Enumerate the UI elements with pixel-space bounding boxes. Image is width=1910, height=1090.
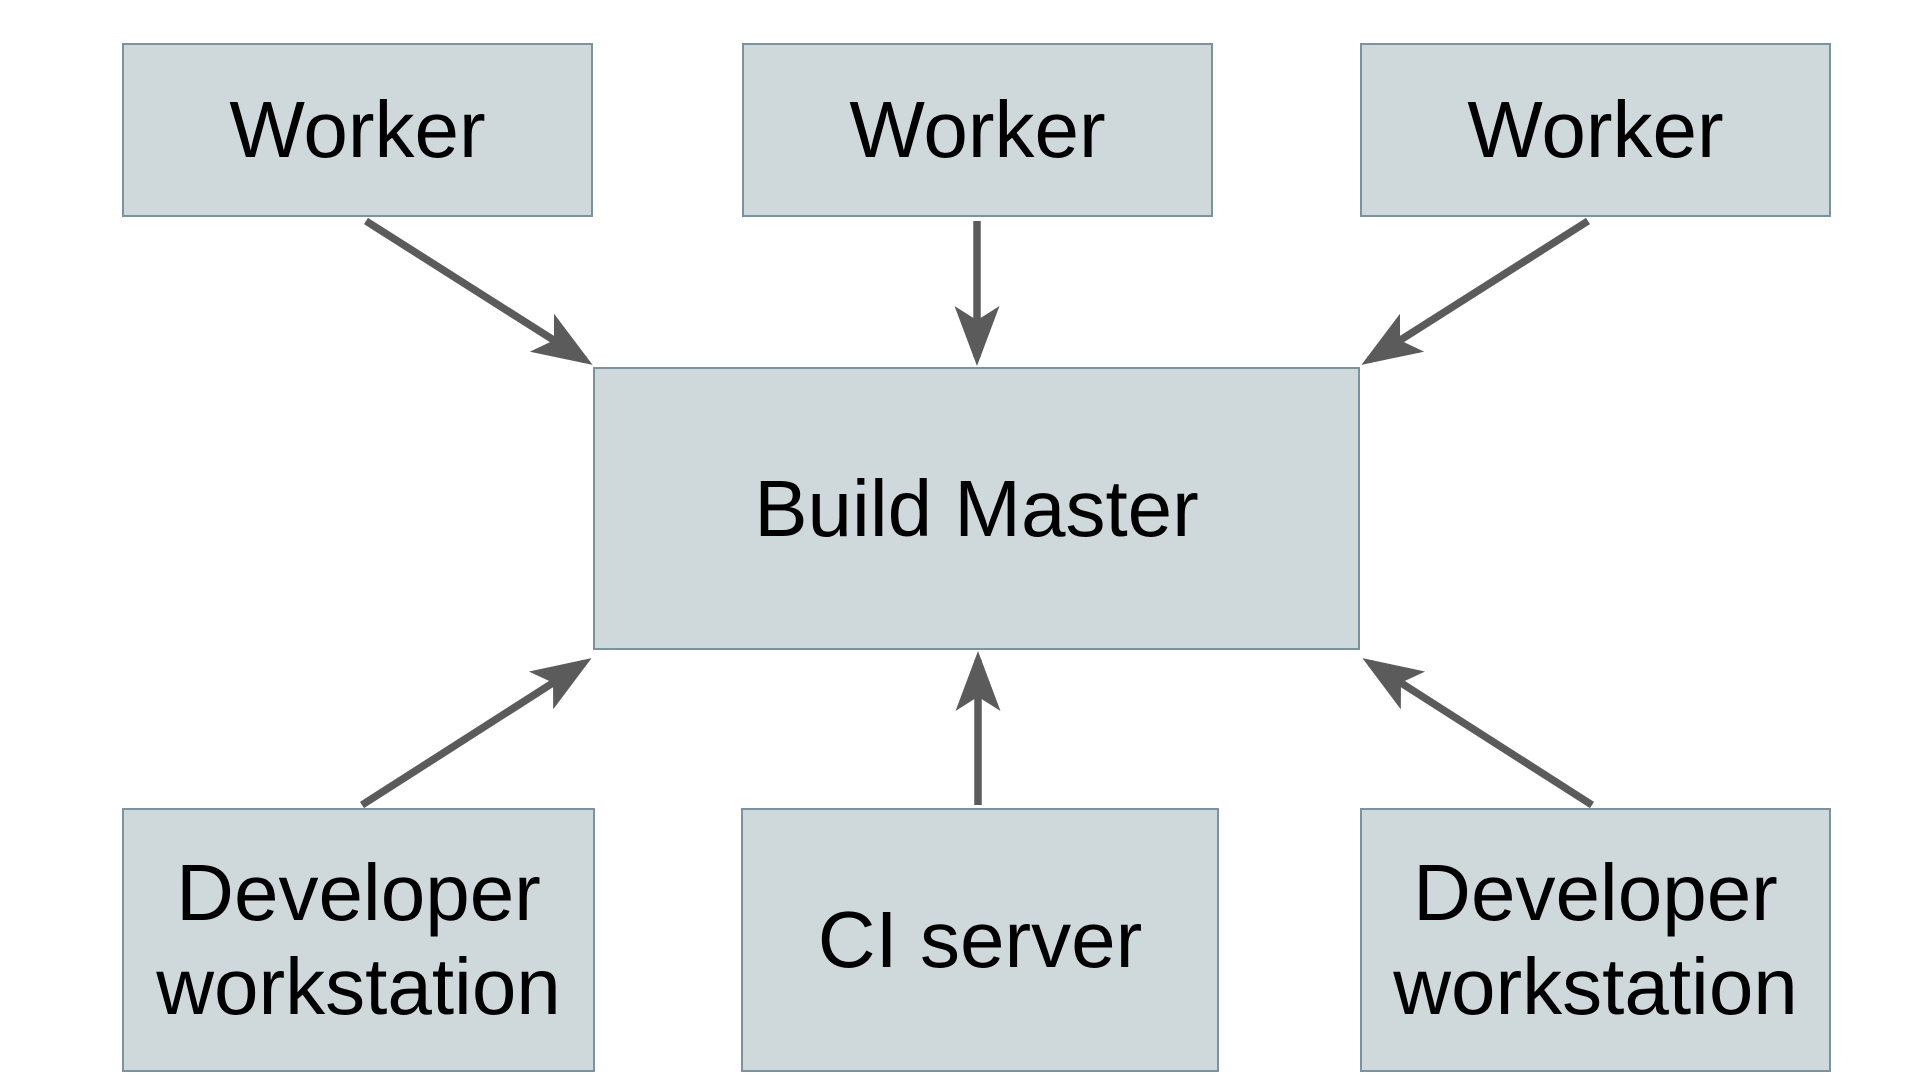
node-worker-1: Worker (122, 43, 593, 217)
node-label-developer-workstation-right: Developer workstation (1393, 848, 1798, 1031)
node-worker-3: Worker (1360, 43, 1831, 217)
node-label-worker-1: Worker (229, 85, 486, 175)
edge-group (359, 217, 1595, 809)
node-label-ci-server: CI server (817, 895, 1143, 985)
node-ci-server: CI server (741, 808, 1219, 1072)
edge-worker-3-to-build-master (1361, 217, 1591, 365)
node-label-developer-workstation-left: Developer workstation (156, 848, 561, 1031)
node-worker-2: Worker (742, 43, 1213, 217)
node-build-master: Build Master (593, 367, 1360, 650)
node-developer-workstation-right: Developer workstation (1360, 808, 1831, 1072)
edge-developer-workstation-left-to-build-master (359, 658, 592, 809)
edge-developer-workstation-right-to-build-master (1362, 658, 1595, 809)
node-label-worker-3: Worker (1467, 85, 1724, 175)
node-label-build-master: Build Master (754, 463, 1199, 553)
node-developer-workstation-left: Developer workstation (122, 808, 595, 1072)
node-label-worker-2: Worker (849, 85, 1106, 175)
edge-worker-1-to-build-master (363, 217, 593, 365)
